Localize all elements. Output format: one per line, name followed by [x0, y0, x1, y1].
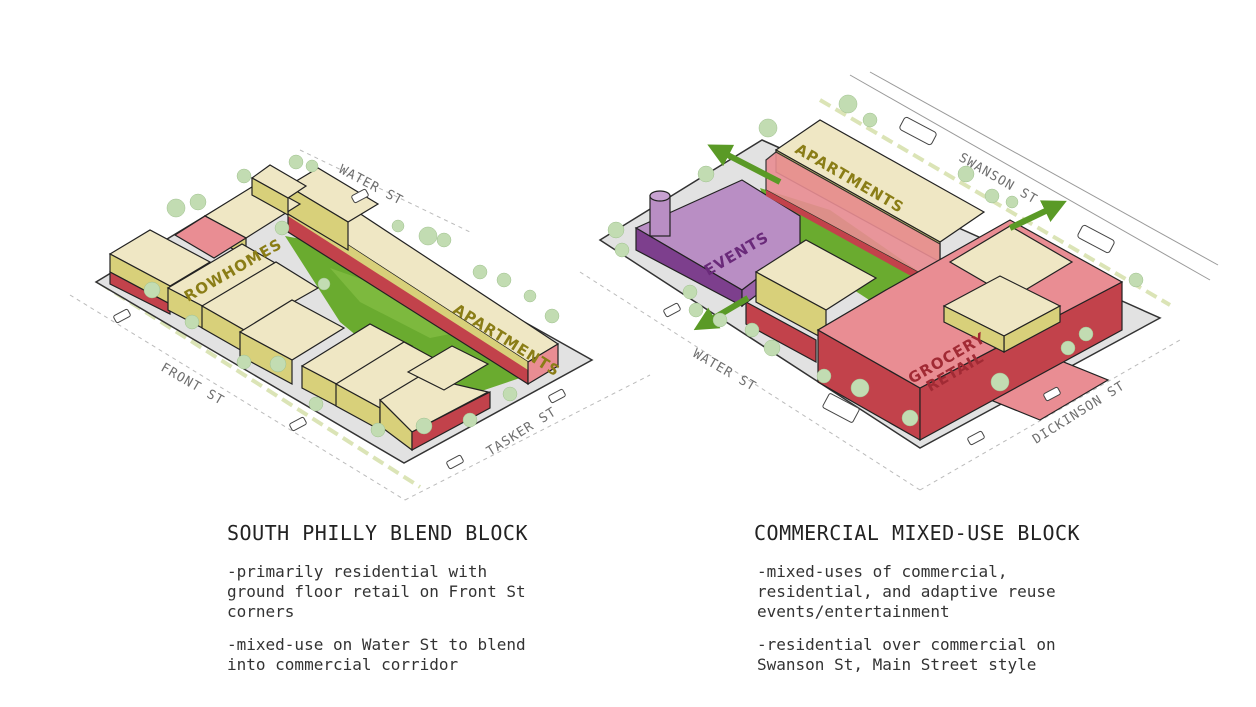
left-cars [113, 188, 566, 470]
right-corner-residential [942, 225, 1074, 354]
left-block-description-1: -primarily residential with ground floor… [227, 562, 526, 621]
swanson-trolley-lines [849, 71, 1219, 281]
left-block-description-2: -mixed-use on Water St to blend into com… [227, 635, 526, 674]
commercial-mixed-use-block-diagram: APARTMENTS EVENTS GROCERY RETAIL SWANSON… [579, 71, 1219, 491]
right-center-building [745, 239, 878, 364]
front-st-bike-lane [98, 281, 422, 489]
right-water-st-label: WATER ST [690, 346, 759, 394]
left-block-title: SOUTH PHILLY BLEND BLOCK [227, 521, 528, 545]
right-block-title: COMMERCIAL MIXED-USE BLOCK [754, 521, 1081, 545]
street-guides-right [579, 271, 1181, 491]
right-vehicles [663, 116, 1115, 446]
left-rear-buildings [300, 323, 491, 452]
right-block-description-1: -mixed-uses of commercial, residential, … [757, 562, 1056, 621]
street-guides-left [69, 149, 651, 501]
right-apartments-building [765, 119, 986, 292]
south-philly-blend-block-diagram: ROWHOMES APARTMENTS WATER ST FRONT ST TA… [69, 149, 651, 501]
left-trees [143, 154, 560, 438]
right-trees [607, 94, 1144, 427]
right-block-description-2: -residential over commercial on Swanson … [757, 635, 1056, 674]
left-rowhomes-building [166, 243, 320, 354]
circulation-arrows [693, 144, 1067, 331]
left-corner-building [173, 164, 308, 259]
left-apartments-building [286, 167, 560, 386]
